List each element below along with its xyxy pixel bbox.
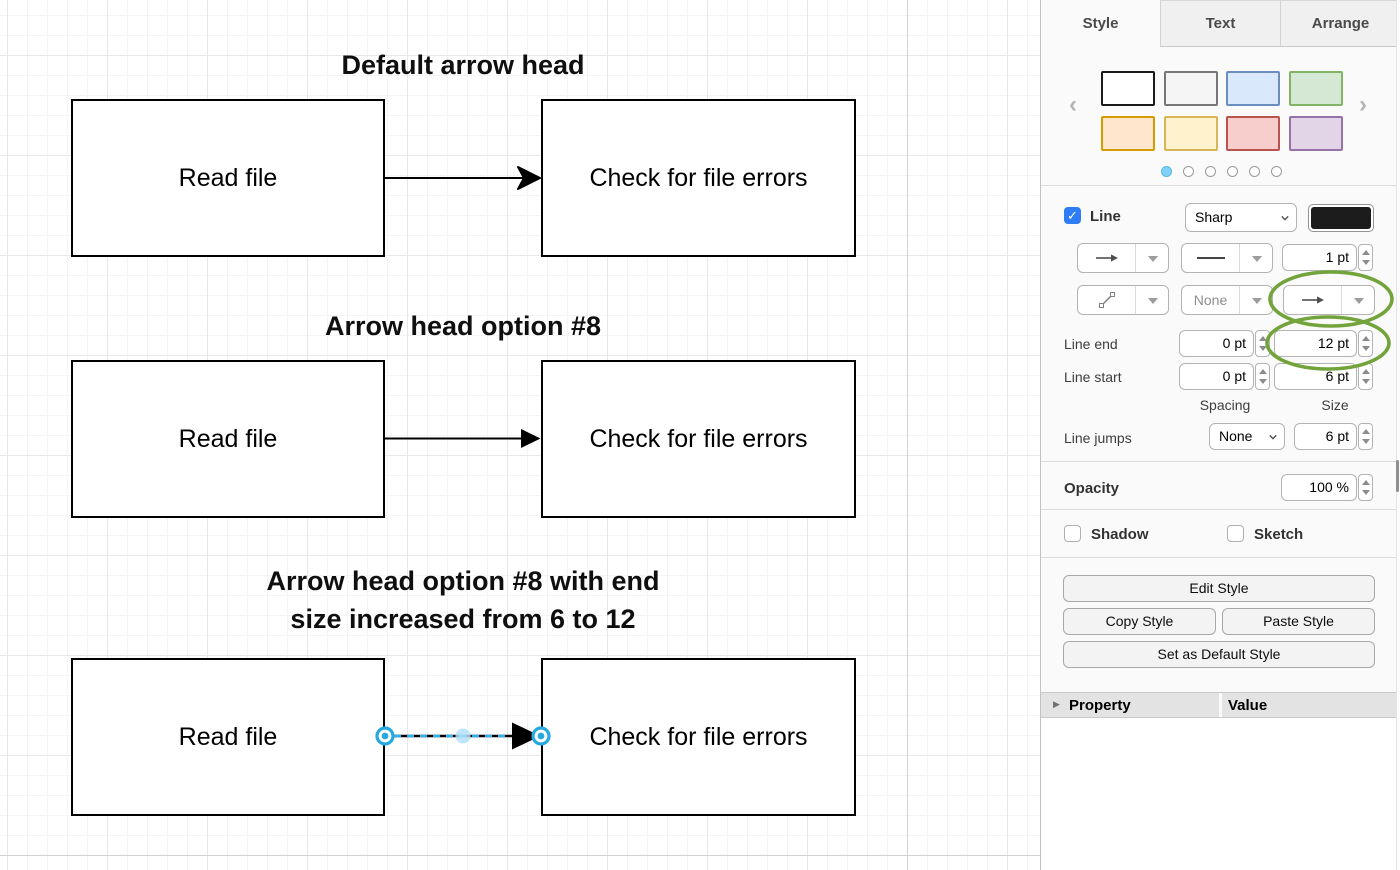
shape-check-errors-1[interactable]: Check for file errors [541,99,856,257]
edge-arrow-option8-size12-selected [375,722,551,750]
column-divider [1219,693,1222,717]
line-end-size-input[interactable]: 12 pt [1274,330,1357,357]
tab-text[interactable]: Text [1160,0,1280,47]
shape-check-errors-3[interactable]: Check for file errors [541,658,856,816]
line-end-label: Line end [1064,336,1118,352]
stroke-width-stepper[interactable] [1358,244,1373,271]
property-column-header: Property [1069,697,1131,714]
waypoints-icon [1078,286,1136,314]
format-panel-tabs: Style Text Arrange [1041,0,1400,47]
arrow-right-icon [1284,286,1342,314]
preset-page-dots [1161,166,1291,178]
line-end-spacing-stepper[interactable] [1255,330,1270,357]
value-column-header: Value [1228,697,1268,714]
opacity-stepper[interactable] [1358,474,1373,501]
line-checkbox[interactable] [1064,207,1081,224]
caret-down-icon [1148,256,1158,262]
preset-page-dot-1[interactable] [1161,166,1172,177]
shape-read-file-1[interactable]: Read file [71,99,385,257]
style-preset-grid [1101,71,1346,151]
section-title-option-8-size-12[interactable]: Arrow head option #8 with end size incre… [266,566,660,634]
tab-arrange[interactable]: Arrange [1280,0,1400,47]
shape-read-file-2[interactable]: Read file [71,360,385,518]
chevron-down-icon [1281,215,1289,221]
spacing-label: Spacing [1199,397,1251,413]
style-preset-purple[interactable] [1289,116,1343,151]
style-preset-orange[interactable] [1101,116,1155,151]
preset-page-dot-3[interactable] [1205,166,1216,177]
property-table-body [1041,718,1397,870]
sketch-checkbox[interactable] [1227,525,1244,542]
chevron-right-icon[interactable]: › [1359,91,1367,118]
page-boundary-vertical [907,0,908,870]
copy-style-button[interactable]: Copy Style [1063,608,1216,635]
preset-page-dot-2[interactable] [1183,166,1194,177]
arrow-end-style-button[interactable] [1283,285,1375,315]
chevron-left-icon[interactable]: ‹ [1069,91,1077,118]
page-boundary-horizontal [0,855,1040,856]
set-default-style-button[interactable]: Set as Default Style [1063,641,1375,668]
edit-style-button[interactable]: Edit Style [1063,575,1375,602]
waypoints-button[interactable] [1077,285,1169,315]
line-end-size-stepper[interactable] [1358,330,1373,357]
caret-down-icon [1354,298,1364,304]
edge-default-arrow [385,166,541,190]
line-start-spacing-input[interactable]: 0 pt [1179,363,1254,390]
line-label: Line [1090,208,1121,225]
line-color-swatch [1311,207,1371,229]
style-preset-red[interactable] [1226,116,1280,151]
line-start-size-stepper[interactable] [1358,363,1373,390]
tab-style[interactable]: Style [1041,0,1160,47]
shape-check-errors-2[interactable]: Check for file errors [541,360,856,518]
shadow-checkbox[interactable] [1064,525,1081,542]
diagram-canvas[interactable]: Default arrow head Read file Check for f… [0,0,1040,870]
preset-page-dot-4[interactable] [1227,166,1238,177]
shadow-label: Shadow [1091,526,1149,543]
chevron-down-icon [1269,434,1277,440]
line-start-label: Line start [1064,369,1122,385]
style-preset-blue[interactable] [1226,71,1280,106]
property-table-header[interactable]: ▶ Property Value [1041,692,1397,718]
line-jumps-size-stepper[interactable] [1358,423,1373,450]
section-title-default-arrow-head[interactable]: Default arrow head [341,50,585,80]
style-preset-yellow[interactable] [1164,116,1218,151]
paste-style-button[interactable]: Paste Style [1222,608,1375,635]
connection-arrow-button[interactable] [1077,243,1169,273]
perimeter-spacing-button[interactable]: None [1181,285,1273,315]
line-color-button[interactable] [1308,204,1374,232]
disclosure-triangle-icon[interactable]: ▶ [1053,699,1060,709]
style-preset-green[interactable] [1289,71,1343,106]
perimeter-value: None [1182,286,1240,314]
line-dash-style-button[interactable] [1181,243,1273,273]
preset-page-dot-6[interactable] [1271,166,1282,177]
caret-down-icon [1148,298,1158,304]
size-label: Size [1321,397,1349,413]
format-panel: Style Text Arrange ‹ › Line Sharp [1040,0,1400,870]
shape-read-file-3[interactable]: Read file [71,658,385,816]
panel-scrollbar[interactable] [1396,0,1400,870]
opacity-input[interactable]: 100 % [1281,474,1357,501]
arrow-right-icon [1078,244,1136,272]
line-jumps-label: Line jumps [1064,430,1132,446]
line-end-spacing-input[interactable]: 0 pt [1179,330,1254,357]
scrollbar-thumb[interactable] [1396,460,1399,492]
style-preset-white[interactable] [1101,71,1155,106]
solid-line-icon [1182,244,1240,272]
line-style-select[interactable]: Sharp [1185,203,1297,232]
line-start-spacing-stepper[interactable] [1255,363,1270,390]
line-start-size-input[interactable]: 6 pt [1274,363,1357,390]
stroke-width-input[interactable]: 1 pt [1282,244,1357,271]
section-title-option-8[interactable]: Arrow head option #8 [324,311,602,341]
style-preset-gray[interactable] [1164,71,1218,106]
edge-midpoint-handle [455,728,471,744]
line-jumps-select[interactable]: None [1209,423,1285,450]
edge-arrow-option8 [385,429,541,448]
preset-page-dot-5[interactable] [1249,166,1260,177]
caret-down-icon [1252,256,1262,262]
sketch-label: Sketch [1254,526,1304,543]
opacity-label: Opacity [1064,480,1120,497]
caret-down-icon [1252,298,1262,304]
line-jumps-size-input[interactable]: 6 pt [1294,423,1357,450]
